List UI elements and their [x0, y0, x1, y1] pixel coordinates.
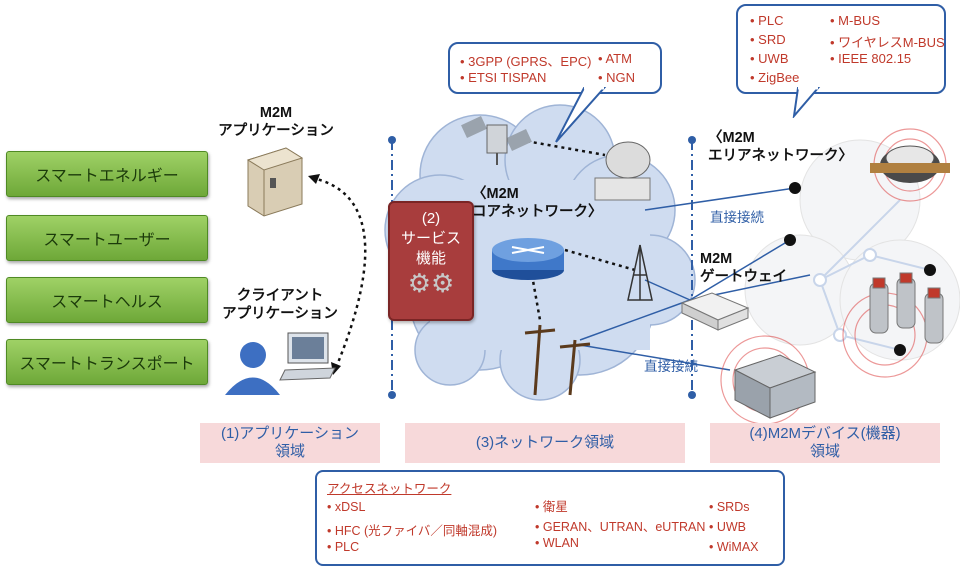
- client-app-label: クライアントアプリケーション: [222, 288, 338, 322]
- app-client-link: [311, 176, 367, 371]
- radio-tower-icon: [627, 244, 653, 301]
- service-function-box: (2) サービス 機能 ⚙⚙: [388, 201, 474, 321]
- water-meter-icon: [870, 145, 950, 183]
- gateway-icon: [680, 292, 750, 331]
- direct-connection-top: 直接接続: [710, 210, 764, 225]
- access-network-box: アクセスネットワーク • xDSL • HFC (光ファイバ／同軸混成) • P…: [315, 470, 785, 566]
- satellite-icon: [461, 116, 532, 165]
- app-server-icon: [246, 147, 304, 217]
- gear-icon: ⚙⚙: [407, 268, 455, 298]
- smart-health-button[interactable]: スマートヘルス: [6, 277, 208, 323]
- smart-transport-button[interactable]: スマートトランスポート: [6, 339, 208, 385]
- gas-cylinder-icon: [869, 272, 944, 344]
- core-callout-tail: [555, 86, 607, 143]
- air-conditioner-icon: [733, 354, 817, 419]
- core-network-callout: • 3GPP (GPRS、EPC) • ATM • ETSI TISPAN • …: [448, 42, 662, 94]
- application-domain-box: (1)アプリケーション領域: [200, 423, 380, 463]
- access-network-title: アクセスネットワーク: [327, 482, 452, 496]
- satellite-dish-link: [519, 138, 606, 157]
- router-pole-link: [530, 274, 542, 321]
- smart-user-button[interactable]: スマートユーザー: [6, 215, 208, 261]
- direct-connection-bottom: 直接接続: [644, 359, 698, 374]
- network-domain-box: (3)ネットワーク領域: [405, 423, 685, 463]
- smart-energy-button[interactable]: スマートエネルギー: [6, 151, 208, 197]
- router-icon: [492, 238, 564, 280]
- router-tower-link: [564, 248, 636, 272]
- client-computer-icon: [225, 332, 336, 395]
- utility-pole-icon: [524, 324, 591, 396]
- area-callout-tail: [792, 86, 821, 118]
- satellite-dish-icon: [594, 141, 651, 201]
- area-network-callout: • PLC • M-BUS • SRD • ワイヤレスM-BUS • UWB •…: [736, 4, 946, 94]
- device-domain-box: (4)M2Mデバイス(機器)領域: [710, 423, 940, 463]
